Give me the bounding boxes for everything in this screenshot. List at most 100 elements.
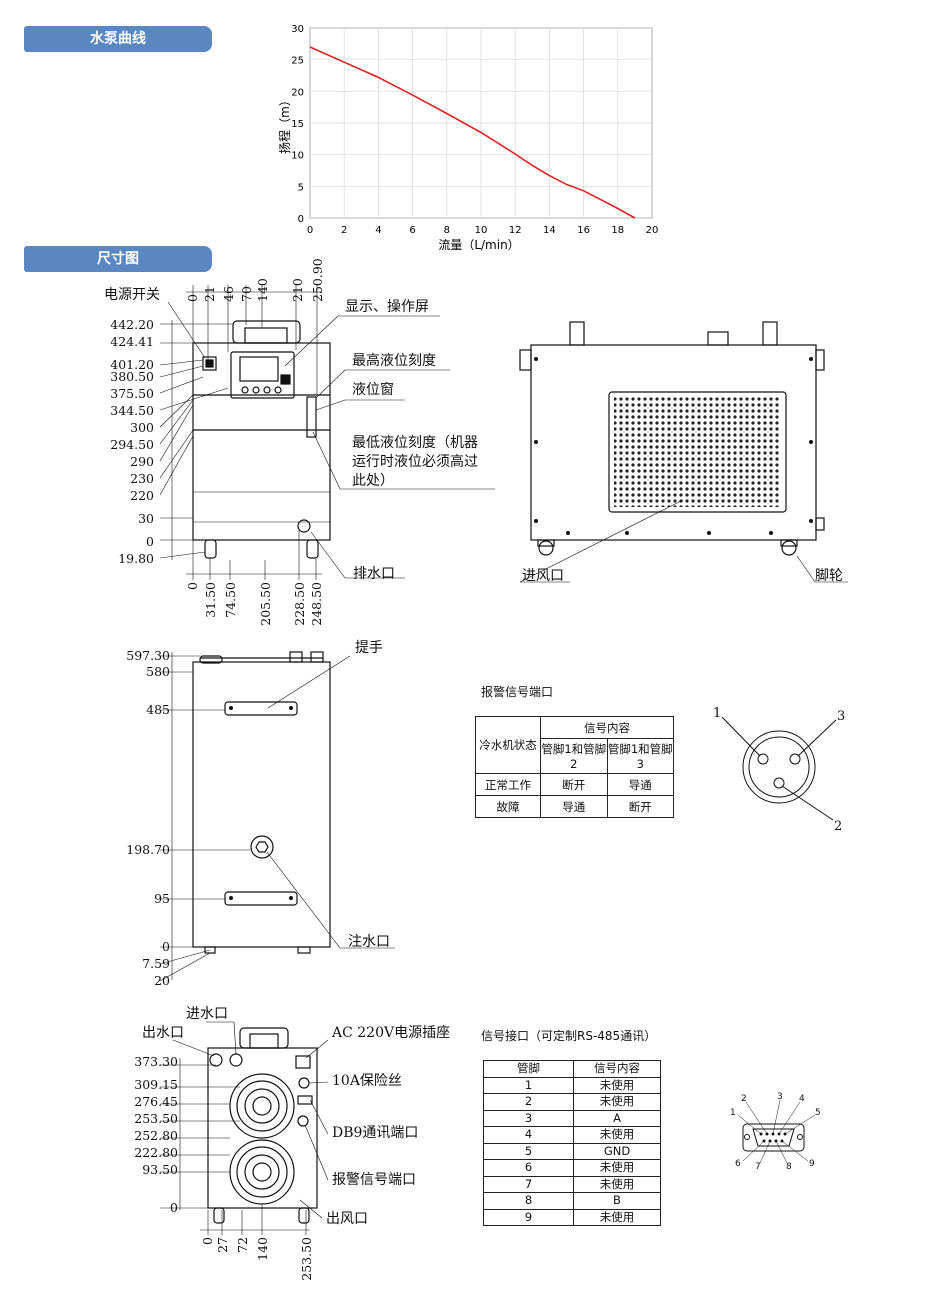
rear-view: [207, 1027, 318, 1224]
table-cell: 未使用: [573, 1208, 661, 1226]
callout-max-level: 最高液位刻度: [352, 352, 436, 369]
dim-text: 485: [146, 702, 170, 717]
table-row: 故障 导通 断开: [475, 795, 674, 818]
dim-text: 442.20: [110, 317, 154, 332]
callout-min-level: 运行时液位必须高过: [352, 453, 478, 470]
callout-water-inlet: 进水口: [186, 1006, 228, 1022]
callout-db9: DB9通讯端口: [332, 1125, 418, 1141]
dim-text: 401.20: [110, 357, 154, 372]
dim-text: 19.80: [118, 551, 154, 566]
x-tick-label: 10: [475, 225, 488, 236]
dim-text: 0: [185, 582, 200, 590]
dim-text: 0: [185, 294, 200, 302]
x-tick-label: 18: [611, 225, 624, 236]
dim-text: 253.50: [134, 1111, 178, 1126]
alarm-table-title: 报警信号端口: [481, 685, 554, 699]
table-cell: 未使用: [573, 1126, 661, 1144]
dim-text: 373.30: [134, 1054, 178, 1069]
dimensions-header: 尺寸图: [24, 246, 212, 272]
db9-pin-label: 4: [799, 1094, 805, 1104]
callout-alarm-port: 报警信号端口: [332, 1172, 416, 1188]
dim-text: 375.50: [110, 386, 154, 401]
callout-handle: 提手: [355, 640, 383, 656]
dim-text: 198.70: [126, 842, 170, 857]
dim-text: 31.50: [203, 582, 218, 618]
dim-text: 309.15: [134, 1077, 178, 1092]
side-view-rivets: [534, 357, 813, 535]
dim-text: 93.50: [142, 1162, 178, 1177]
y-tick-label: 30: [291, 24, 304, 35]
pin-label: 1: [713, 706, 721, 721]
callout-power-socket: AC 220V电源插座: [331, 1025, 450, 1041]
dim-text: 253.50: [299, 1237, 314, 1281]
dim-text: 72: [235, 1237, 250, 1253]
front-top-dims: 0 21 46 70 140 210 250.90: [185, 258, 325, 302]
table-cell: GND: [573, 1142, 661, 1160]
dim-text: 140: [255, 1237, 270, 1261]
table-row: 正常工作 断开 导通: [475, 773, 674, 796]
col-header: 信号内容: [573, 1060, 661, 1078]
x-tick-label: 12: [509, 225, 522, 236]
table-cell: 8: [483, 1192, 574, 1210]
dim-text: 230: [130, 471, 154, 486]
front-dim-lines: [159, 285, 495, 580]
table-cell: 1: [483, 1076, 574, 1094]
dim-text: 140: [255, 278, 270, 302]
dim-text: 70: [239, 286, 254, 302]
front-callouts: 电源开关 显示、操作屏 最高液位刻度 液位窗 最低液位刻度（机器 运行时液位必须…: [104, 287, 478, 582]
pin-label: 3: [837, 709, 845, 724]
dim-text: 250.90: [310, 258, 325, 302]
table-cell: 未使用: [573, 1159, 661, 1177]
table-cell: 7: [483, 1175, 574, 1193]
alarm-table: 冷水机状态 信号内容 管脚1和管脚2 管脚1和管脚3 正常工作 断开 导通 故障…: [475, 716, 674, 818]
table-cell: 6: [483, 1159, 574, 1177]
db9-pin-label: 7: [755, 1162, 761, 1172]
dim-text: 228.50: [292, 582, 307, 626]
front-view: [192, 320, 331, 559]
callout-fuse: 10A保险丝: [332, 1073, 402, 1089]
signal-table-title: 信号接口（可定制RS-485通讯）: [481, 1029, 657, 1043]
table-cell: 故障: [475, 795, 541, 818]
callout-air-inlet: 进风口: [522, 568, 564, 584]
y-tick-label: 10: [291, 151, 304, 162]
callout-fill-port: 注水口: [348, 934, 390, 950]
dim-text: 7.59: [142, 956, 170, 971]
table-cell: 断开: [606, 795, 674, 818]
alarm-connector: [721, 716, 837, 821]
dim-text: 424.41: [110, 334, 154, 349]
dim-text: 220: [130, 488, 154, 503]
db9-pin-label: 3: [777, 1092, 783, 1102]
col-header: 管脚1和管脚2: [540, 738, 608, 774]
top-view: [192, 651, 331, 954]
chart-y-label: 扬程（m）: [277, 94, 292, 154]
callout-display: 显示、操作屏: [345, 299, 429, 315]
dim-text: 252.80: [134, 1128, 178, 1143]
x-tick-label: 8: [444, 225, 450, 236]
dim-text: 0: [162, 939, 170, 954]
dim-text: 20: [154, 973, 170, 988]
dim-text: 300: [130, 420, 154, 435]
front-bottom-dims: 0 31.50 74.50 205.50 228.50 248.50: [185, 582, 324, 626]
db9-pin-label: 6: [735, 1159, 741, 1169]
dim-text: 597.30: [126, 648, 170, 663]
table-cell: 未使用: [573, 1175, 661, 1193]
y-tick-label: 25: [291, 56, 304, 67]
table-cell: 5: [483, 1142, 574, 1160]
dim-text: 95: [154, 891, 170, 906]
y-tick-label: 0: [298, 214, 304, 225]
table-cell: 2: [483, 1093, 574, 1111]
dim-text: 248.50: [309, 582, 324, 626]
dim-text: 0: [200, 1237, 215, 1245]
y-tick-label: 20: [291, 87, 304, 98]
x-tick-label: 4: [375, 225, 381, 236]
dim-text: 580: [146, 664, 170, 679]
front-left-dims: 442.20 424.41 401.20 380.50 375.50 344.5…: [110, 317, 154, 566]
